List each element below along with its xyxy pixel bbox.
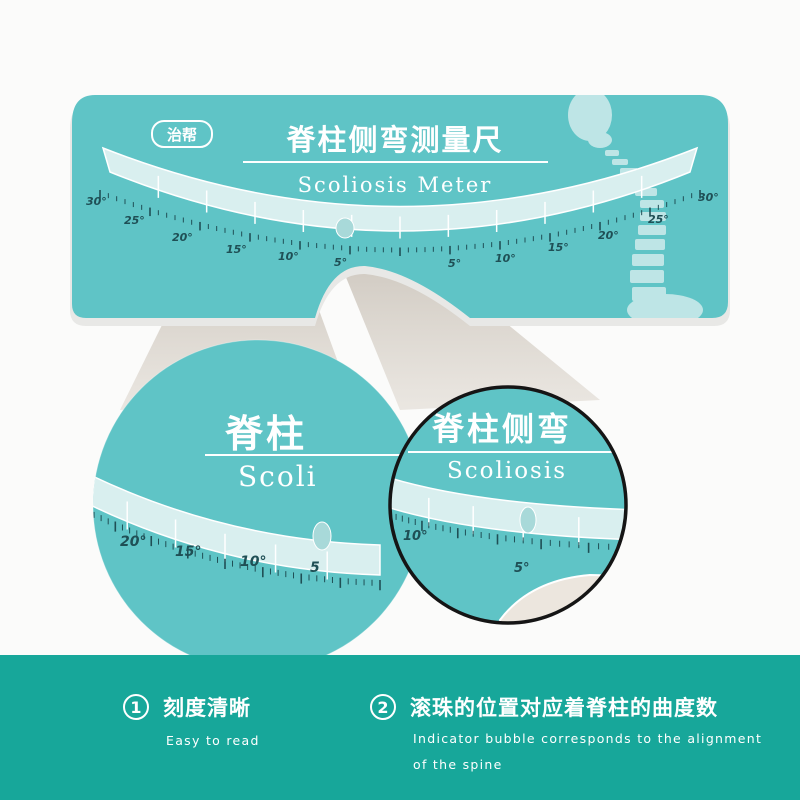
meter-title-en: Scoliosis Meter xyxy=(298,173,493,197)
feature-title-zh: 刻度清晰 xyxy=(163,696,251,720)
indicator-bubble xyxy=(335,217,355,239)
meter-illustration: 治帮 脊柱侧弯测量尺 Scoliosis Meter 30° 25° 20° 1… xyxy=(70,95,730,655)
scale-label: 25° xyxy=(648,213,669,226)
scale-label: 30° xyxy=(698,191,719,204)
feature-title-zh: 滚珠的位置对应着脊柱的曲度数 xyxy=(410,696,718,720)
scale-label: 15° xyxy=(226,243,247,256)
feature-title-en: Easy to read xyxy=(166,733,260,748)
zoom-scale xyxy=(93,511,381,591)
feature-2: 2 滚珠的位置对应着脊柱的曲度数 Indicator bubble corres… xyxy=(370,692,780,778)
scale-label: 15° xyxy=(548,241,569,254)
zoom-ring xyxy=(388,385,628,625)
degree-scale xyxy=(99,190,701,256)
feature-number-badge: 2 xyxy=(370,694,396,720)
scale-labels: 30° 25° 20° 15° 10° 5° 5° 10° 15° 20° 25… xyxy=(86,191,719,270)
feature-title-en: Indicator bubble corresponds to the alig… xyxy=(413,731,763,772)
scale-label: 10° xyxy=(495,252,516,265)
zoom-title-en: Scoli xyxy=(238,460,318,493)
zoom-scale-label: 10° xyxy=(240,554,266,570)
scale-label: 20° xyxy=(598,229,619,242)
zoom-tube xyxy=(93,468,381,576)
zoom-scale-label: 10° xyxy=(403,529,428,544)
meter-body: 治帮 脊柱侧弯测量尺 Scoliosis Meter 30° 25° 20° 1… xyxy=(70,95,730,326)
zoom-tube xyxy=(390,476,626,541)
scale-label: 5° xyxy=(334,256,347,269)
zoom-scale-label: 5 xyxy=(310,560,320,576)
scale-label: 30° xyxy=(86,195,107,208)
meter-title-zh: 脊柱侧弯测量尺 xyxy=(285,123,503,157)
zoom-scale-label: 15° xyxy=(175,544,201,560)
zoom-bubble xyxy=(519,506,537,534)
feature-bar xyxy=(0,655,800,800)
feature-number-badge: 1 xyxy=(123,694,149,720)
scale-label: 5° xyxy=(448,257,461,270)
scale-label: 25° xyxy=(124,214,145,227)
bubble-tube xyxy=(101,146,699,232)
zoom-title-zh: 脊柱 xyxy=(225,412,307,456)
zoom-scale-label: 20° xyxy=(120,534,146,550)
zoom-circle-right: 脊柱侧弯 Scoliosis 10° 5° xyxy=(388,385,628,625)
scale-label: 20° xyxy=(172,231,193,244)
brand-text: 治帮 xyxy=(167,126,197,144)
zoom-title-en: Scoliosis xyxy=(447,458,567,484)
zoom-tube-segments xyxy=(126,501,328,580)
feature-1: 1 刻度清晰 Easy to read xyxy=(123,692,260,754)
zoom-scale-label: 5° xyxy=(514,561,530,576)
zoom-title-zh: 脊柱侧弯 xyxy=(431,410,572,448)
feature-title-row: 1 刻度清晰 xyxy=(123,692,260,722)
zoom-circle-left: 脊柱 Scoli 20° 15° 10° 5 xyxy=(92,339,424,655)
scale-label: 10° xyxy=(278,250,299,263)
zoom-bubble xyxy=(312,521,332,551)
brand-badge xyxy=(151,120,213,148)
feature-title-row: 2 滚珠的位置对应着脊柱的曲度数 xyxy=(370,692,780,722)
